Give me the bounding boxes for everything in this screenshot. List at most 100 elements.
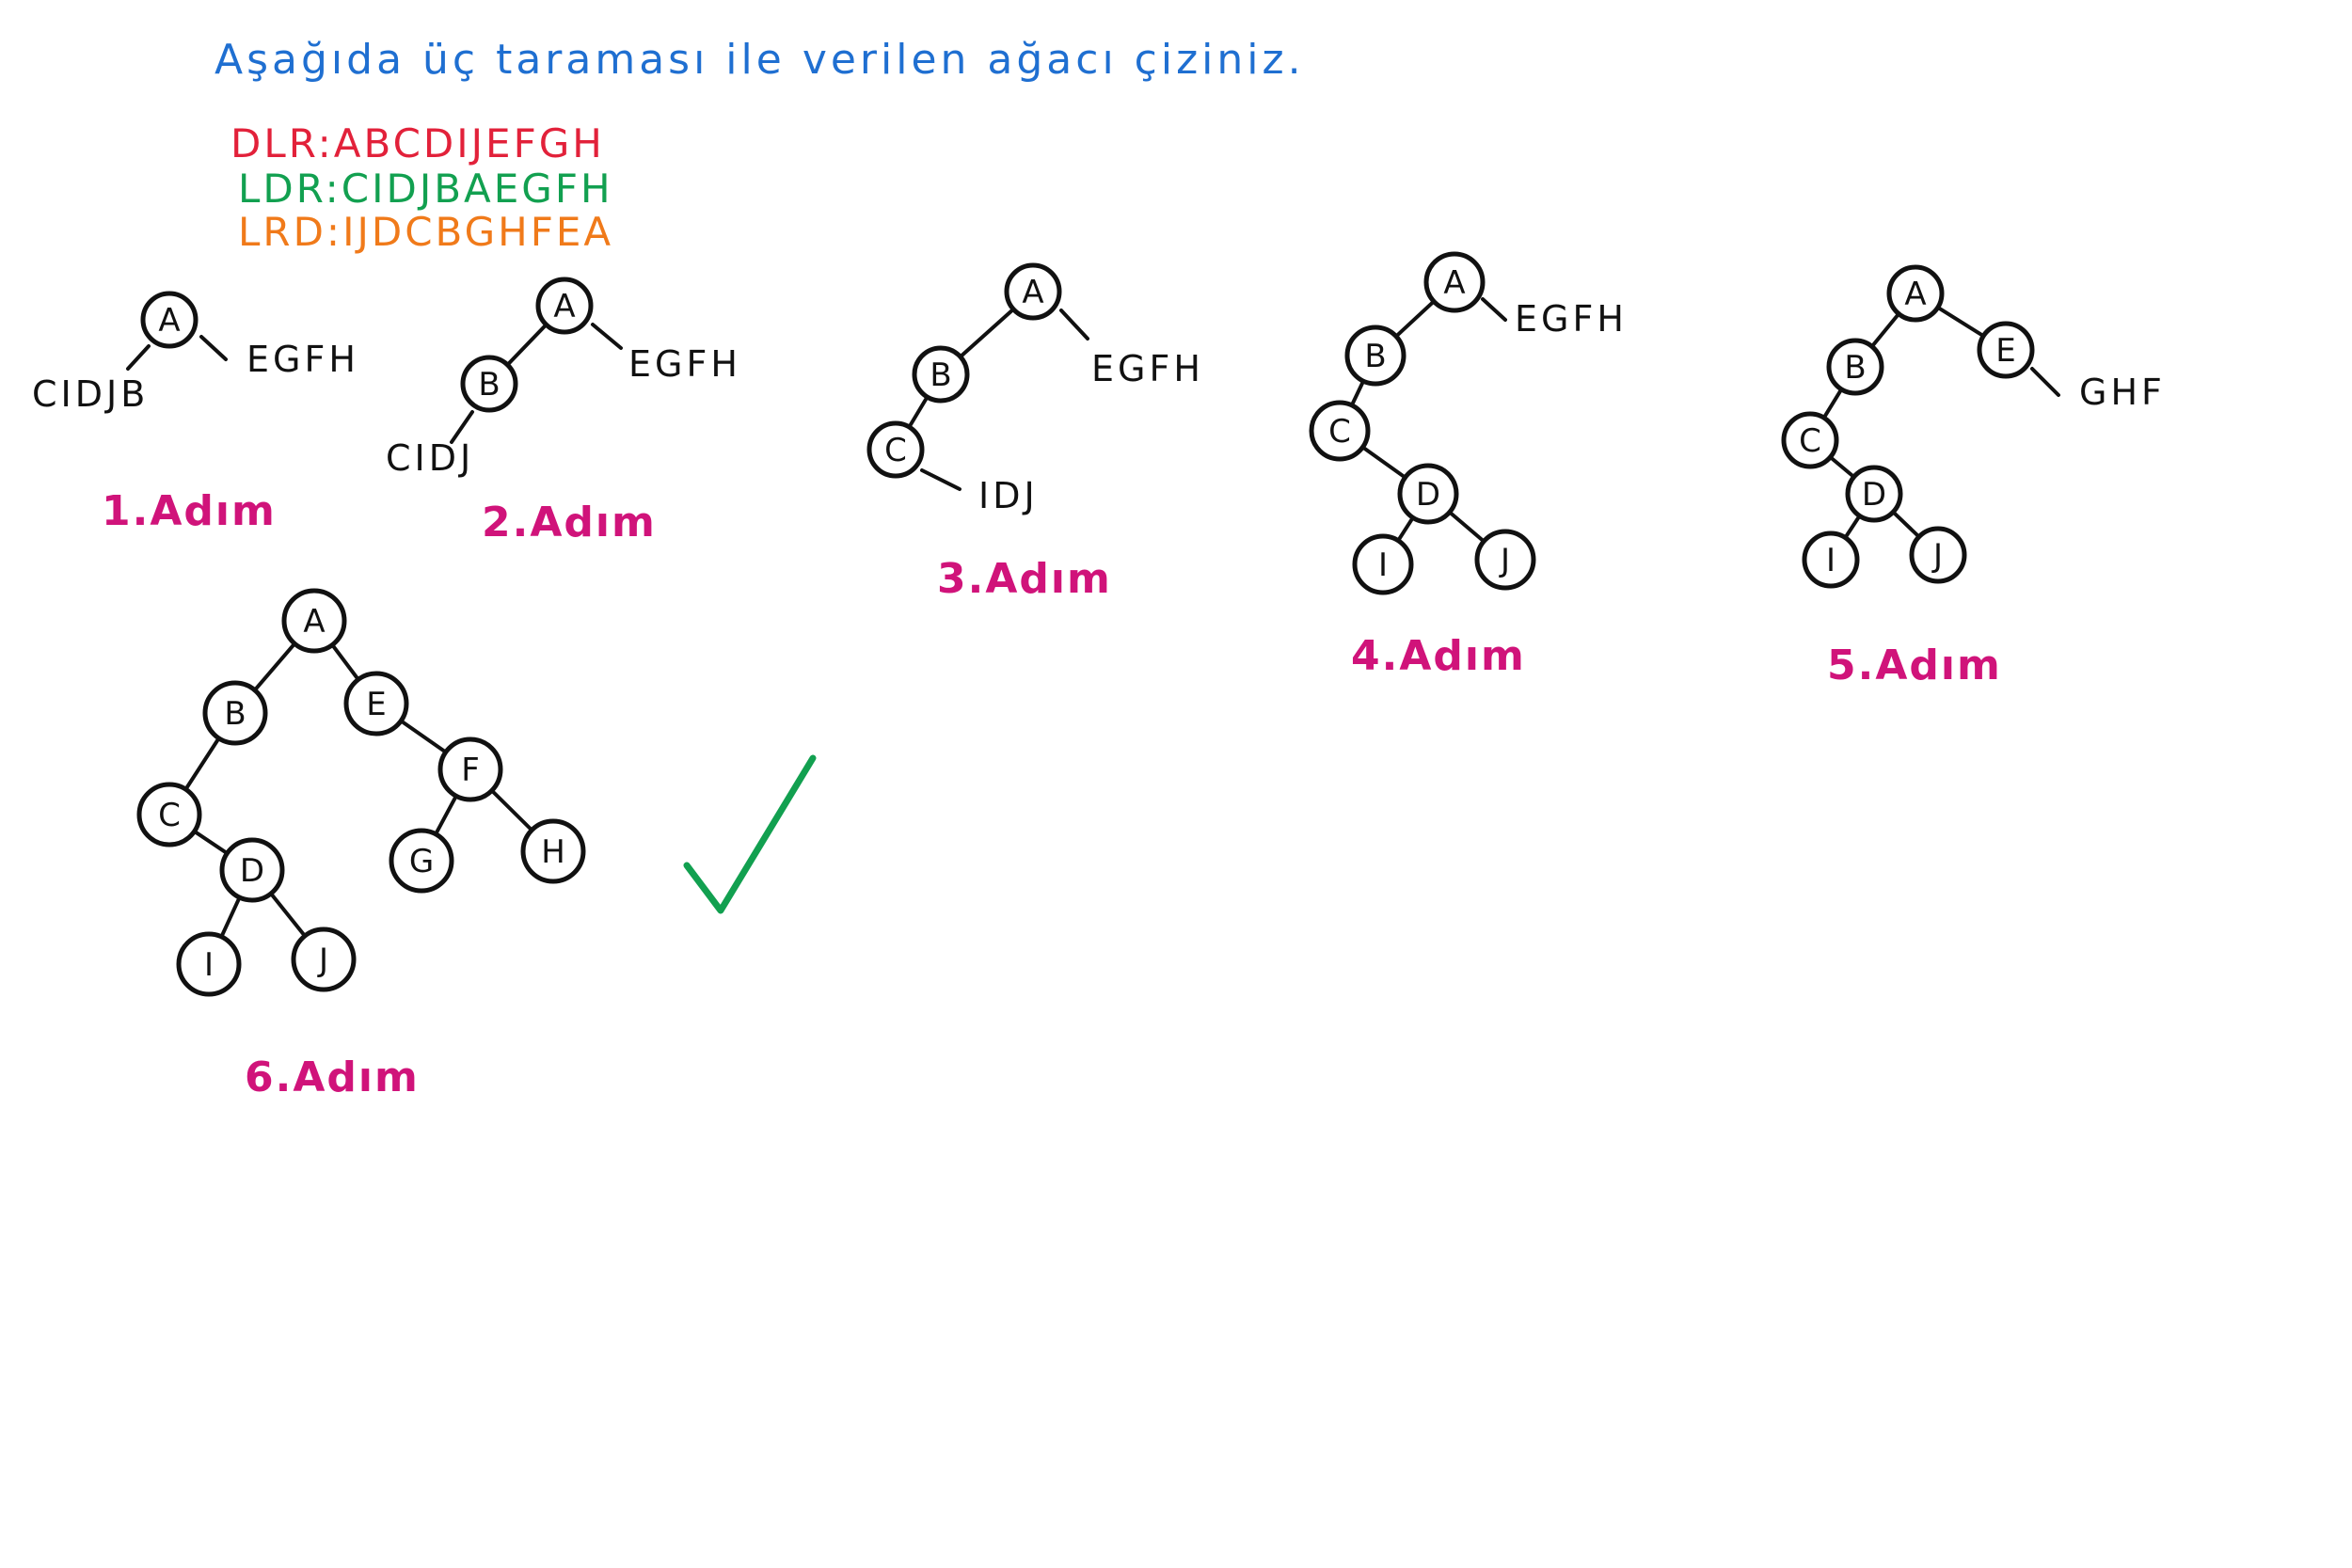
node-circle: [460, 355, 518, 413]
dlr-traversal: DLR:ABCDIJEFGH: [230, 120, 605, 166]
ldr-traversal: LDR:CIDJBAEGFH: [238, 166, 613, 212]
tree-node-d: D: [1845, 465, 1903, 523]
step-6-label: 6.Adım: [245, 1053, 420, 1101]
tree-step-4: ABC DI J EGFH: [1309, 251, 1628, 595]
node-label: A: [1904, 276, 1926, 313]
node-circle: [1909, 526, 1967, 584]
tree-edge-d-i: [1396, 515, 1415, 543]
title: Aşağıda üç taraması ile verilen ağacı çi…: [215, 36, 1305, 84]
tree-edge-d-j: [1447, 510, 1486, 544]
tree-node-b: B: [202, 680, 268, 746]
node-circle: [535, 277, 594, 335]
remaining-stub-line: [199, 335, 228, 361]
node-label: E: [1995, 332, 2015, 370]
node-label: C: [884, 432, 907, 469]
tree-edge-c-d: [1828, 454, 1856, 480]
node-label: A: [1022, 274, 1043, 311]
tree-node-d: D: [219, 837, 285, 903]
tree-node-c: C: [866, 420, 925, 479]
tree-edge-d-i: [1843, 514, 1862, 540]
tree-node-f: F: [437, 736, 503, 802]
lrd-traversal: LRD:IJDCBGHFEA: [238, 209, 614, 255]
tree-edge-a-b: [958, 307, 1016, 359]
tree-node-j: J: [291, 927, 357, 992]
remaining-sequence: EGFH: [1091, 348, 1204, 389]
remaining-sequence: GHF: [2079, 372, 2166, 413]
tree-edge-c-d: [192, 829, 230, 856]
node-label: B: [478, 366, 500, 404]
remaining-stub-line: [1059, 309, 1089, 341]
node-circle: [866, 420, 925, 479]
tree-edge-d-j: [1891, 510, 1921, 539]
node-circle: [389, 828, 454, 894]
node-label: J: [317, 942, 328, 979]
remaining-sequence: EGFH: [1515, 298, 1628, 340]
tree-edge-e-f: [399, 719, 448, 754]
node-label: B: [930, 356, 951, 394]
tree-node-a: A: [1886, 264, 1945, 323]
tree-node-c: C: [1781, 411, 1839, 469]
node-circle: [1781, 411, 1839, 469]
node-circle: [202, 680, 268, 746]
tree-step-3: A B C IDJ EGFH: [866, 262, 1204, 516]
node-circle: [1309, 400, 1371, 462]
tree-node-a: A: [281, 588, 347, 654]
node-label: A: [553, 288, 575, 325]
node-label: J: [1499, 542, 1510, 579]
node-label: C: [1799, 422, 1821, 460]
tree-node-j: J: [1909, 526, 1967, 584]
tree-node-a: A: [1004, 262, 1062, 321]
tree-node-a: A: [535, 277, 594, 335]
tree-edge-d-i: [219, 895, 242, 939]
node-circle: [1845, 465, 1903, 523]
node-circle: [343, 671, 409, 736]
node-label: B: [224, 695, 246, 733]
remaining-sequence: CIDJ: [386, 437, 474, 479]
node-circle: [1004, 262, 1062, 321]
node-label: I: [1378, 546, 1388, 584]
tree-edge-b-c: [1821, 387, 1844, 420]
node-label: D: [1416, 476, 1440, 514]
node-circle: [1977, 321, 2035, 379]
node-label: H: [541, 833, 565, 871]
tree-node-d: D: [1397, 463, 1459, 525]
tree-node-b: B: [1826, 338, 1884, 396]
node-circle: [1344, 325, 1406, 387]
tree-node-b: B: [1344, 325, 1406, 387]
tree-node-a: A: [140, 291, 199, 349]
tree-node-b: B: [460, 355, 518, 413]
node-circle: [1352, 533, 1414, 595]
node-circle: [281, 588, 347, 654]
node-label: E: [366, 686, 386, 723]
node-label: A: [303, 603, 325, 641]
tree-edge-b-c: [1349, 379, 1366, 407]
remaining-stub-line: [920, 468, 961, 491]
tree-node-e: E: [343, 671, 409, 736]
node-circle: [291, 927, 357, 992]
node-label: D: [1862, 476, 1886, 514]
remaining-stub-line: [126, 344, 151, 371]
step-3-label: 3.Adım: [937, 555, 1112, 603]
remaining-sequence: EGFH: [246, 339, 359, 380]
node-label: C: [158, 797, 181, 834]
node-label: C: [1328, 413, 1351, 451]
node-circle: [1802, 531, 1860, 589]
tree-edge-a-e: [330, 642, 360, 682]
node-circle: [219, 837, 285, 903]
node-circle: [437, 736, 503, 802]
tree-node-j: J: [1474, 529, 1536, 591]
remaining-sequence: IDJ: [978, 475, 1039, 516]
tree-node-e: E: [1977, 321, 2035, 379]
remaining-stub-line: [2030, 367, 2060, 397]
node-label: F: [461, 752, 480, 789]
tree-edge-b-c: [183, 736, 221, 792]
node-label: A: [1443, 264, 1465, 302]
tree-node-c: C: [136, 782, 202, 847]
remaining-stub-line: [591, 323, 623, 350]
node-label: J: [1931, 537, 1943, 575]
node-circle: [1826, 338, 1884, 396]
